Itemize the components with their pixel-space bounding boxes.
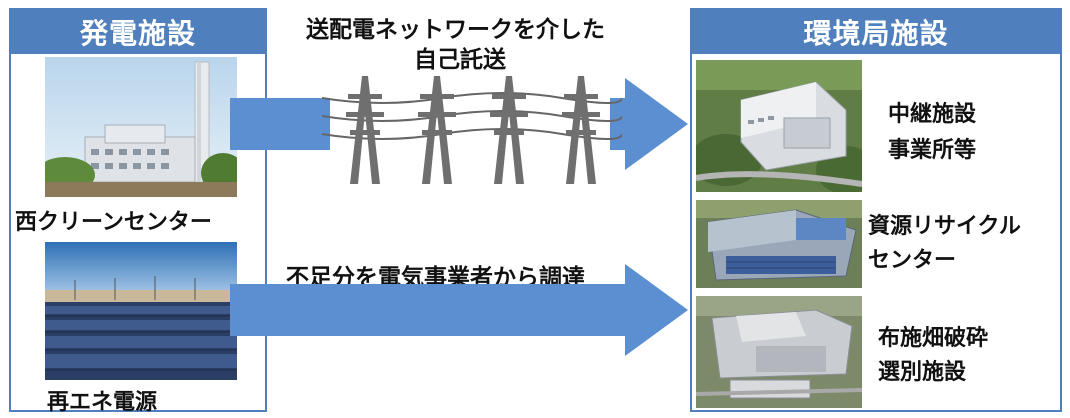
self-wheeling-text-line1: 送配電ネットワークを介した — [306, 17, 605, 43]
transmission-towers-icon — [322, 76, 622, 184]
renewable-energy-photo — [45, 242, 237, 380]
west-clean-center-photo — [45, 57, 237, 197]
renewable-energy-label: 再エネ電源 — [47, 390, 158, 415]
recycling-center-label-line1: 資源リサイクル — [868, 214, 1021, 239]
fusehata-facility-label-line1: 布施畑破砕 — [878, 326, 989, 351]
recycling-center-label-line2: センター — [868, 248, 957, 273]
environment-bureau-panel: 環境局施設 中継施設 事業所等 資源リサイクル — [690, 8, 1062, 412]
relay-facility-label-line1: 中継施設 — [888, 102, 977, 127]
self-wheeling-text-line2: 自己託送 — [414, 47, 506, 73]
recycling-center-photo — [696, 200, 862, 288]
west-clean-center-label: 西クリーンセンター — [15, 210, 212, 235]
relay-facility-photo — [696, 60, 862, 192]
self-wheeling-arrow — [230, 78, 688, 170]
relay-facility-label-line2: 事業所等 — [888, 138, 977, 163]
environment-bureau-header: 環境局施設 — [692, 10, 1060, 54]
power-plants-panel: 発電施設 西クリーンセ — [9, 8, 267, 415]
fusehata-facility-label-line2: 選別施設 — [878, 360, 967, 385]
power-plants-header: 発電施設 — [11, 10, 265, 54]
fusehata-facility-photo — [696, 296, 862, 408]
procurement-arrow — [230, 264, 688, 356]
